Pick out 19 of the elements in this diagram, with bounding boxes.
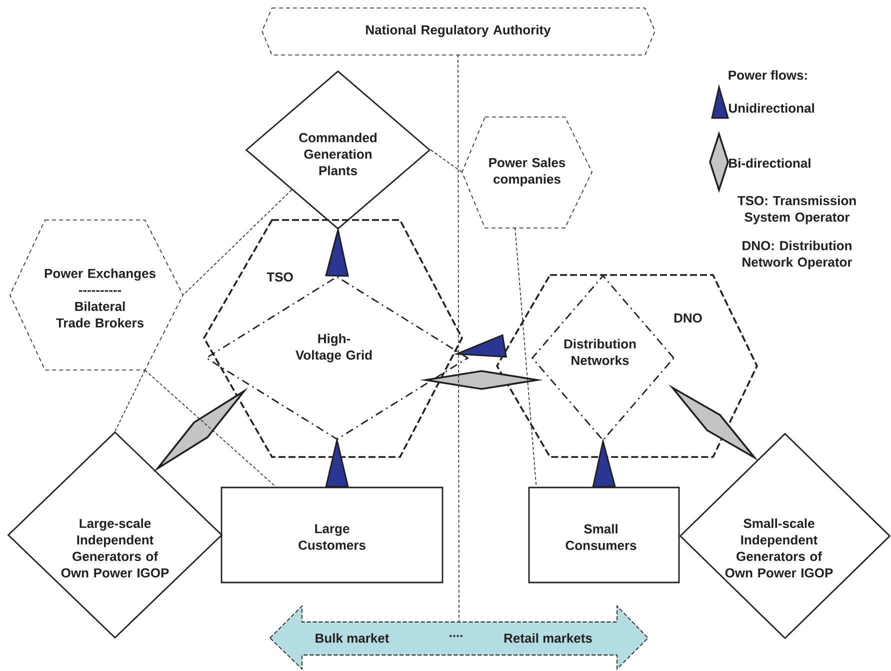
connector-line bbox=[430, 150, 462, 172]
legend-title: Power flows: bbox=[728, 70, 807, 80]
hexagon: Power Exchanges ---------- Bilateral Trade Brokers bbox=[10, 220, 184, 370]
flow-triangle bbox=[325, 436, 349, 488]
connector-line bbox=[458, 54, 460, 622]
hexagon: Power Sales companies bbox=[462, 116, 592, 228]
note-text: TSO: Transmission System Operator bbox=[738, 196, 856, 224]
flow-triangle bbox=[592, 438, 616, 488]
note-text: DNO: Distribution Network Operator bbox=[742, 240, 852, 270]
legend-text: Unidirectional bbox=[729, 103, 814, 113]
legend-text: Bi-directional bbox=[729, 158, 810, 168]
process-box: Small Consumers bbox=[528, 486, 680, 584]
connector-line bbox=[144, 370, 276, 488]
hexagon-band: National Regulatory Authority bbox=[262, 8, 656, 56]
process-box: Large Customers bbox=[220, 486, 444, 584]
connector-line bbox=[182, 189, 292, 296]
connector-line bbox=[114, 370, 146, 432]
connector-line bbox=[514, 227, 537, 488]
flow-triangle bbox=[325, 226, 349, 277]
